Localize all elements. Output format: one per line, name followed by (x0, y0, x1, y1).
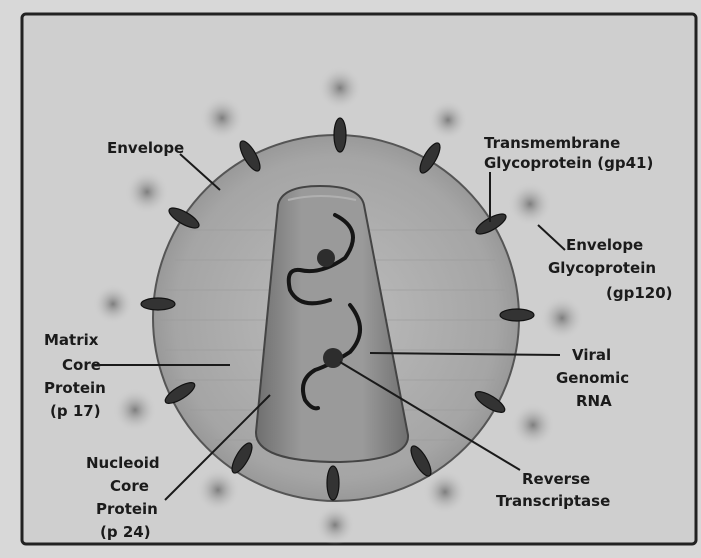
label-env-glycoprotein-line2: Glycoprotein (548, 259, 656, 277)
label-transmembrane-line2: Glycoprotein (gp41) (484, 154, 653, 172)
label-matrix-line1: Matrix (44, 331, 99, 349)
label-nucleoid-line4: (p 24) (100, 523, 151, 541)
label-reverse-line2: Transcriptase (496, 492, 610, 510)
label-viral-line1: Viral (572, 346, 611, 364)
label-matrix-line4: (p 17) (50, 402, 101, 420)
label-matrix-line3: Protein (44, 379, 106, 397)
label-viral-line3: RNA (576, 392, 612, 410)
reverse-transcriptase-dot (317, 249, 335, 267)
label-viral-line2: Genomic (556, 369, 629, 387)
reverse-transcriptase-dot (323, 348, 343, 368)
label-env-glycoprotein-line3: (gp120) (606, 284, 673, 302)
label-matrix-line2: Core (62, 356, 101, 374)
label-envelope: Envelope (107, 139, 184, 157)
label-transmembrane-line1: Transmembrane (484, 134, 620, 152)
label-env-glycoprotein-line1: Envelope (566, 236, 643, 254)
label-nucleoid-line2: Core (110, 477, 149, 495)
label-nucleoid-line1: Nucleoid (86, 454, 160, 472)
label-nucleoid-line3: Protein (96, 500, 158, 518)
label-reverse-line1: Reverse (522, 470, 590, 488)
